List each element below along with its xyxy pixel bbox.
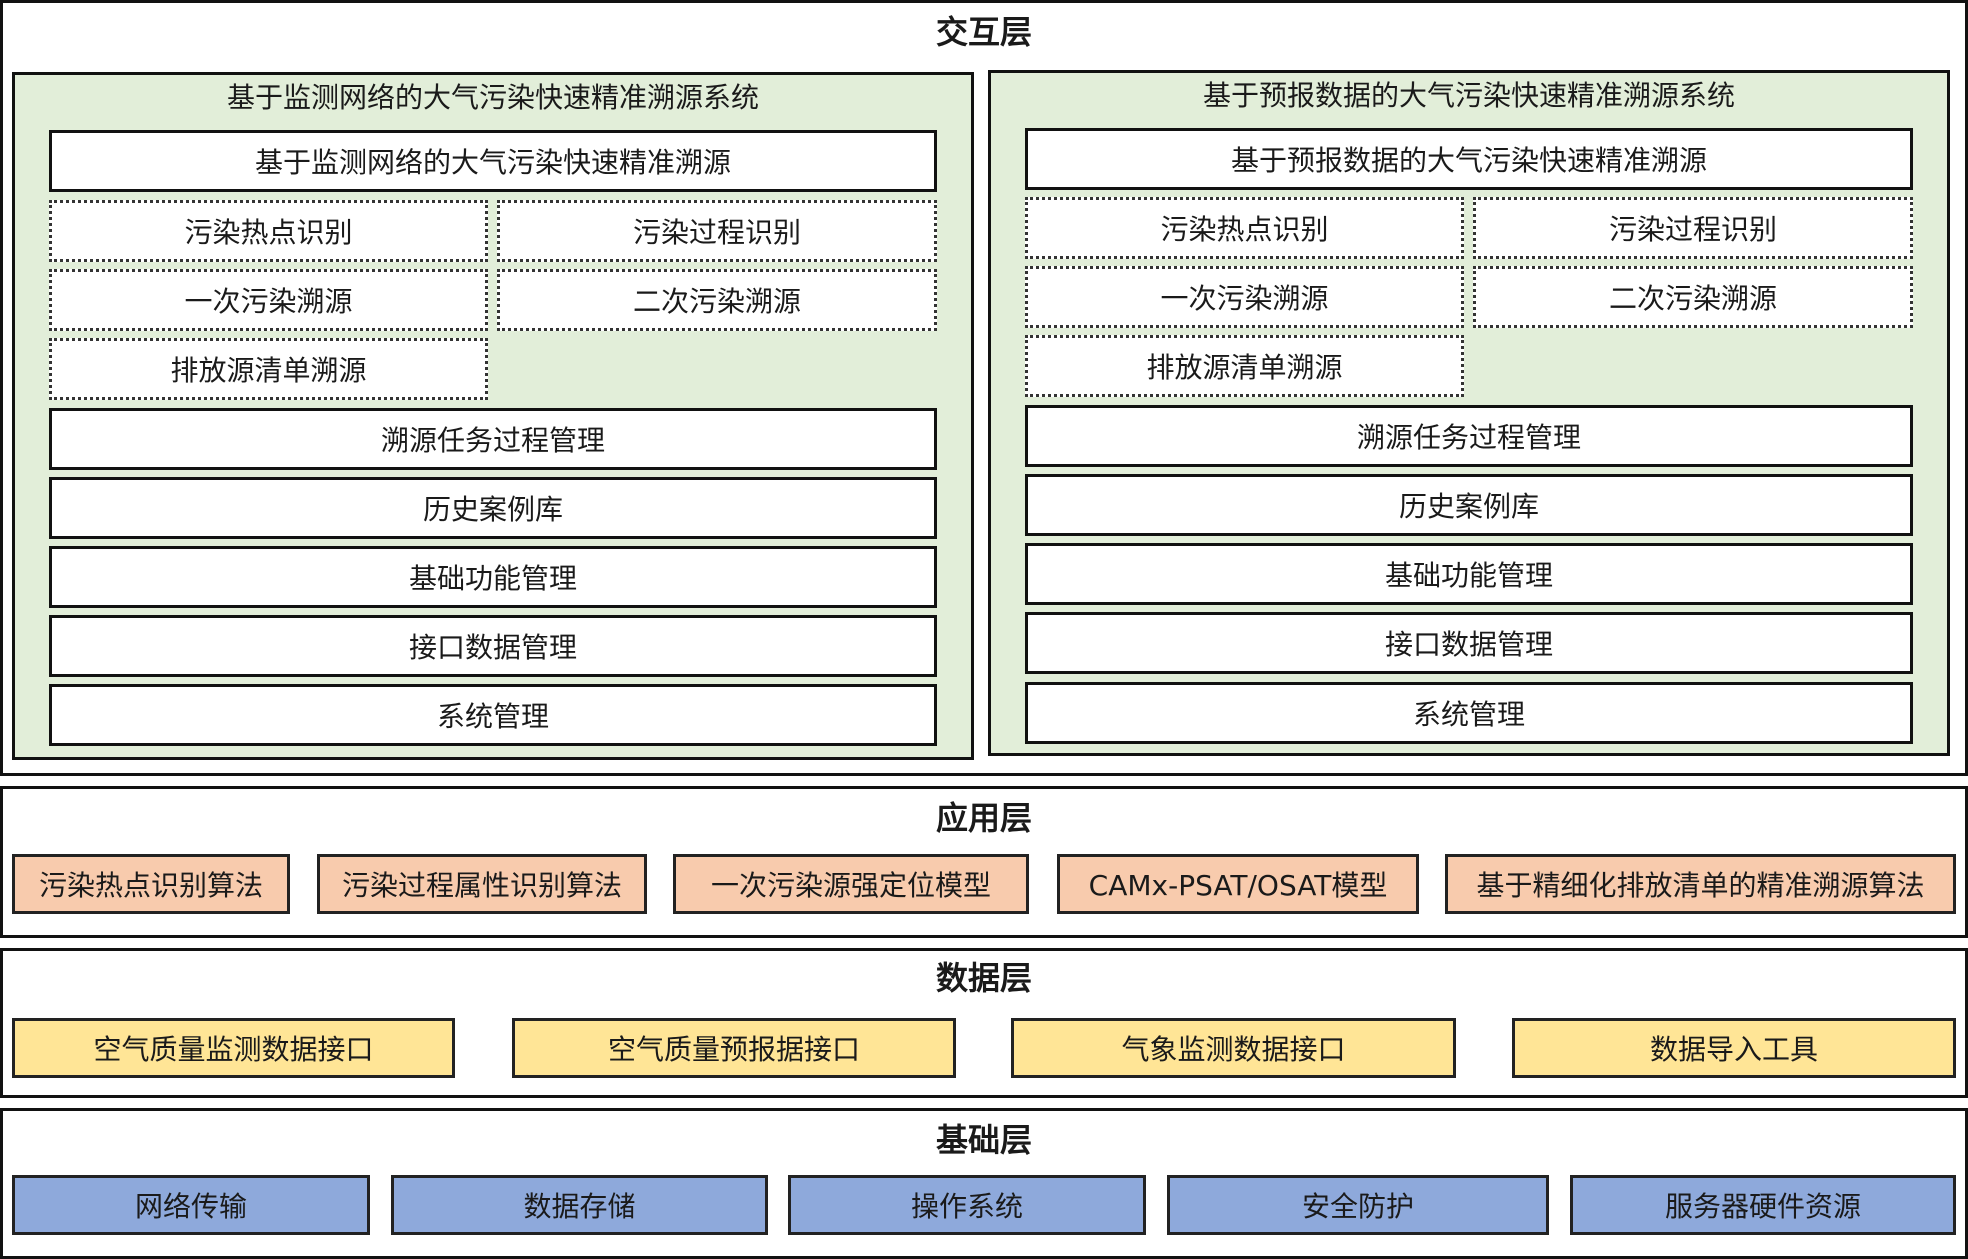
interface-data-management: 接口数据管理 bbox=[1025, 612, 1913, 674]
primary-source-location-model: 一次污染源强定位模型 bbox=[673, 854, 1029, 914]
forecast-data-system-title: 基于预报数据的大气污染快速精准溯源系统 bbox=[1202, 79, 1735, 112]
monitoring-source-tracing-module: 基于监测网络的大气污染快速精准溯源 bbox=[49, 130, 937, 192]
system-management: 系统管理 bbox=[49, 684, 937, 746]
process-attribute-identification-algorithm: 污染过程属性识别算法 bbox=[317, 854, 647, 914]
hotspot-identification-algorithm: 污染热点识别算法 bbox=[12, 854, 290, 914]
basic-function-management: 基础功能管理 bbox=[49, 546, 937, 608]
camx-psat-osat-model: CAMx-PSAT/OSAT模型 bbox=[1057, 854, 1419, 914]
tracing-task-process-management: 溯源任务过程管理 bbox=[49, 408, 937, 470]
meteorological-monitoring-data-interface: 气象监测数据接口 bbox=[1011, 1018, 1456, 1078]
air-quality-monitoring-data-interface: 空气质量监测数据接口 bbox=[12, 1018, 455, 1078]
security-protection: 安全防护 bbox=[1167, 1175, 1549, 1235]
operating-system: 操作系统 bbox=[788, 1175, 1146, 1235]
refined-emission-inventory-tracing-algorithm: 基于精细化排放清单的精准溯源算法 bbox=[1445, 854, 1956, 914]
forecast-source-tracing-module: 基于预报数据的大气污染快速精准溯源 bbox=[1025, 128, 1913, 190]
system-management: 系统管理 bbox=[1025, 682, 1913, 744]
network-transmission: 网络传输 bbox=[12, 1175, 370, 1235]
server-hardware-resources: 服务器硬件资源 bbox=[1570, 1175, 1956, 1235]
pollution-hotspot-identification: 污染热点识别 bbox=[49, 200, 488, 262]
data-storage: 数据存储 bbox=[391, 1175, 768, 1235]
pollution-hotspot-identification: 污染热点识别 bbox=[1025, 197, 1464, 259]
secondary-pollution-tracing: 二次污染溯源 bbox=[1473, 266, 1913, 328]
data-layer-title: 数据层 bbox=[935, 959, 1032, 997]
basic-function-management: 基础功能管理 bbox=[1025, 543, 1913, 605]
primary-pollution-tracing: 一次污染溯源 bbox=[49, 269, 488, 331]
foundation-layer-title: 基础层 bbox=[935, 1121, 1032, 1159]
air-quality-forecast-data-interface: 空气质量预报据接口 bbox=[512, 1018, 956, 1078]
interaction-layer-title: 交互层 bbox=[935, 13, 1032, 51]
interface-data-management: 接口数据管理 bbox=[49, 615, 937, 677]
tracing-task-process-management: 溯源任务过程管理 bbox=[1025, 405, 1913, 467]
monitoring-network-system-title: 基于监测网络的大气污染快速精准溯源系统 bbox=[226, 81, 759, 114]
primary-pollution-tracing: 一次污染溯源 bbox=[1025, 266, 1464, 328]
emission-inventory-tracing: 排放源清单溯源 bbox=[1025, 335, 1464, 397]
data-import-tool: 数据导入工具 bbox=[1512, 1018, 1956, 1078]
pollution-process-identification: 污染过程识别 bbox=[497, 200, 937, 262]
historical-case-library: 历史案例库 bbox=[49, 477, 937, 539]
pollution-process-identification: 污染过程识别 bbox=[1473, 197, 1913, 259]
application-layer-title: 应用层 bbox=[935, 799, 1032, 837]
emission-inventory-tracing: 排放源清单溯源 bbox=[49, 338, 488, 400]
historical-case-library: 历史案例库 bbox=[1025, 474, 1913, 536]
secondary-pollution-tracing: 二次污染溯源 bbox=[497, 269, 937, 331]
